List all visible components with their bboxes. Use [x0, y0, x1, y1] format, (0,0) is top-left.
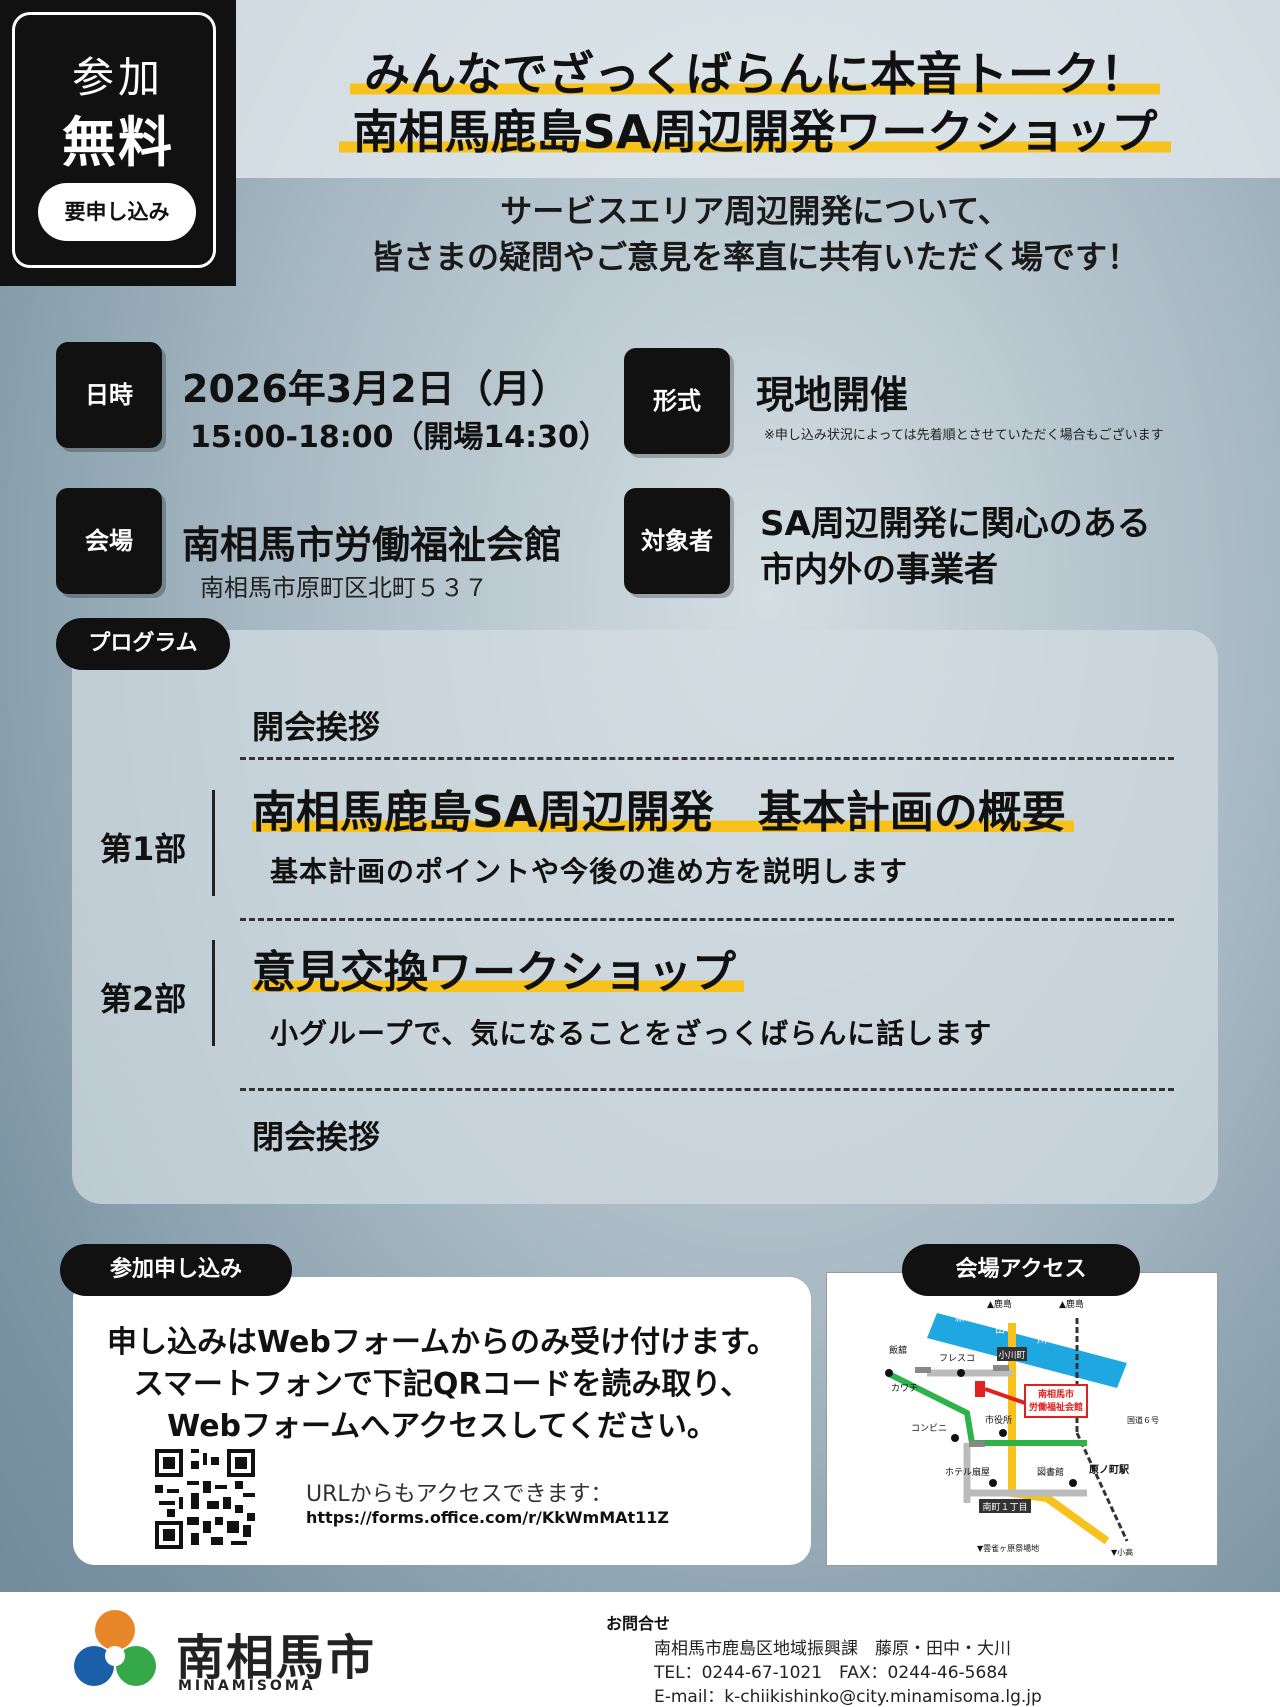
url-label: URLからもアクセスできます：	[306, 1482, 613, 1507]
part1-bar	[212, 790, 215, 896]
title-line1: みんなでざっくばらんに本音トーク！	[250, 44, 1260, 104]
free-badge: 参加 無料 要申し込み	[0, 0, 236, 286]
part2-label: 第2部	[100, 980, 187, 1018]
map-label-fuleco: フレスコ	[939, 1354, 975, 1364]
title-line2: 南相馬鹿島SA周辺開発ワークショップ	[250, 102, 1260, 162]
map-label-odaka: ▼小高	[1111, 1547, 1133, 1557]
registration-required-button[interactable]: 要申し込み	[38, 183, 196, 241]
venue-name: 南相馬市労働福祉会館	[182, 523, 563, 567]
subtitle-line1: サービスエリア周辺開発について、	[500, 192, 1010, 230]
map-label-route6: 国道６号	[1127, 1415, 1159, 1425]
map-venue-line2: 労働福祉会館	[1029, 1401, 1083, 1413]
map-label-library: 図書館	[1037, 1466, 1064, 1478]
event-time: 15:00-18:00（開場14:30）	[190, 420, 609, 455]
format-label: 形式	[624, 348, 730, 454]
title-text-2: 南相馬鹿島SA周辺開発ワークショップ	[338, 105, 1172, 159]
part2-bar	[212, 940, 215, 1046]
signal-2	[993, 1365, 1009, 1371]
apply-line1: 申し込みはWebフォームからのみ受け付けます。	[107, 1325, 777, 1360]
point-cityhall	[999, 1429, 1007, 1437]
venue-pointer	[984, 1387, 1026, 1405]
green-road	[885, 1370, 1087, 1446]
venue-address: 南相馬市原町区北町５３７	[200, 574, 488, 602]
minami-sign	[979, 1499, 1031, 1513]
map-label-cityhall: 市役所	[985, 1414, 1012, 1426]
map-venue-line1: 南相馬市	[1038, 1388, 1074, 1400]
program-label: プログラム	[56, 618, 230, 670]
part2-description: 小グループで、気になることをざっくばらんに話します	[270, 1017, 993, 1050]
contact-phone: TEL：0244-67-1021 FAX：0244-46-5684	[654, 1663, 1008, 1683]
contact-dept: 南相馬市鹿島区地域振興課 藤原・田中・大川	[654, 1639, 1011, 1659]
program-panel	[72, 630, 1218, 1204]
badge-line2: 無料	[62, 111, 174, 174]
closing-remarks: 閉会挨拶	[252, 1118, 381, 1156]
badge-line1: 参加	[71, 53, 164, 102]
map-label-hibari: ▼雲雀ヶ原祭場地	[977, 1543, 1039, 1553]
map-label-conbini: コンビニ	[911, 1423, 947, 1434]
signal-1	[915, 1367, 931, 1373]
venue-callout	[1024, 1384, 1088, 1418]
map-label-kashima2: ▲鹿島	[1059, 1298, 1084, 1310]
form-url-link[interactable]: https://forms.office.com/r/KkWmMAt11Z	[306, 1508, 670, 1527]
subtitle-line2: 皆さまの疑問やご意見を率直に共有いただく場です！	[370, 238, 1139, 276]
map-label-niida1: 新	[955, 1311, 965, 1324]
qr-code[interactable]	[155, 1449, 255, 1549]
title-text-1: みんなでざっくばらんに本音トーク！	[350, 47, 1160, 101]
part1-label: 第1部	[100, 830, 187, 868]
point-hotel	[989, 1479, 997, 1487]
event-date: 2026年3月2日（月）	[182, 367, 569, 411]
divider-1	[240, 757, 1174, 760]
point-library	[1069, 1479, 1077, 1487]
access-label: 会場アクセス	[902, 1244, 1140, 1296]
apply-line3: Webフォームへアクセスしてください。	[167, 1409, 717, 1444]
map-label-hotel: ホテル扇屋	[945, 1466, 990, 1478]
venue-marker	[975, 1381, 985, 1397]
map-label-niida3: 川	[1037, 1335, 1047, 1346]
map-label-kawachi: カワチ	[891, 1383, 918, 1394]
part1-title-text: 南相馬鹿島SA周辺開発 基本計画の概要	[252, 787, 1074, 838]
map-label-niida2: 田	[995, 1325, 1005, 1336]
part2-title: 意見交換ワークショップ	[252, 936, 744, 1000]
map-label-iitate: 飯舘	[889, 1344, 907, 1356]
point-fuleco	[957, 1369, 965, 1377]
divider-3	[240, 1088, 1174, 1091]
datetime-label: 日時	[56, 342, 162, 448]
part1-description: 基本計画のポイントや今後の進め方を説明します	[270, 855, 909, 888]
apply-instructions: 申し込みはWebフォームからのみ受け付けます。 スマートフォンで下記QRコードを…	[73, 1322, 811, 1448]
badge-frame	[12, 12, 216, 268]
venue-label: 会場	[56, 488, 162, 594]
map-drawing: 南相馬市 労働福祉会館 ▲鹿島 ▲鹿島 飯舘 カワチ フレスコ 小川町 新 田 …	[885, 1298, 1159, 1557]
target-line1: SA周辺開発に関心のある	[760, 504, 1151, 544]
footer	[0, 1592, 1280, 1707]
map-label-minami: 南町１丁目	[982, 1501, 1027, 1513]
signal-3	[969, 1441, 985, 1447]
target-line2: 市内外の事業者	[760, 550, 998, 590]
railway-line-south	[1075, 1432, 1129, 1542]
contact-email[interactable]: E-mail：k-chiikishinko@city.minamisoma.lg…	[654, 1687, 1042, 1707]
part2-title-text: 意見交換ワークショップ	[252, 947, 744, 998]
opening-remarks: 開会挨拶	[252, 708, 381, 746]
map-label-kashima1: ▲鹿島	[987, 1298, 1012, 1310]
map-label-kogawa: 小川町	[998, 1350, 1025, 1361]
divider-2	[240, 918, 1174, 921]
event-format: 現地開催	[756, 373, 909, 417]
part1-title: 南相馬鹿島SA周辺開発 基本計画の概要	[252, 776, 1074, 840]
city-logo-text: 南相馬市	[176, 1630, 377, 1686]
city-logo-icon	[74, 1610, 156, 1686]
apply-line2: スマートフォンで下記QRコードを読み取り、	[133, 1367, 751, 1402]
subtitle: サービスエリア周辺開発について、 皆さまの疑問やご意見を率直に共有いただく場です…	[250, 188, 1260, 280]
access-map: 南相馬市 労働福祉会館 ▲鹿島 ▲鹿島 飯舘 カワチ フレスコ 小川町 新 田 …	[826, 1272, 1218, 1566]
kogawa-sign	[997, 1347, 1027, 1361]
format-note: ※申し込み状況によっては先着順とさせていただく場合もございます	[764, 428, 1164, 443]
map-label-station: 原ノ町駅	[1089, 1464, 1130, 1476]
point-kawachi	[885, 1369, 893, 1377]
point-conbini	[951, 1434, 959, 1442]
contact-heading: お問合せ	[606, 1614, 671, 1633]
target-label: 対象者	[624, 488, 730, 594]
apply-label: 参加申し込み	[60, 1244, 292, 1296]
city-logo-sub: MINAMISOMA	[178, 1678, 316, 1694]
